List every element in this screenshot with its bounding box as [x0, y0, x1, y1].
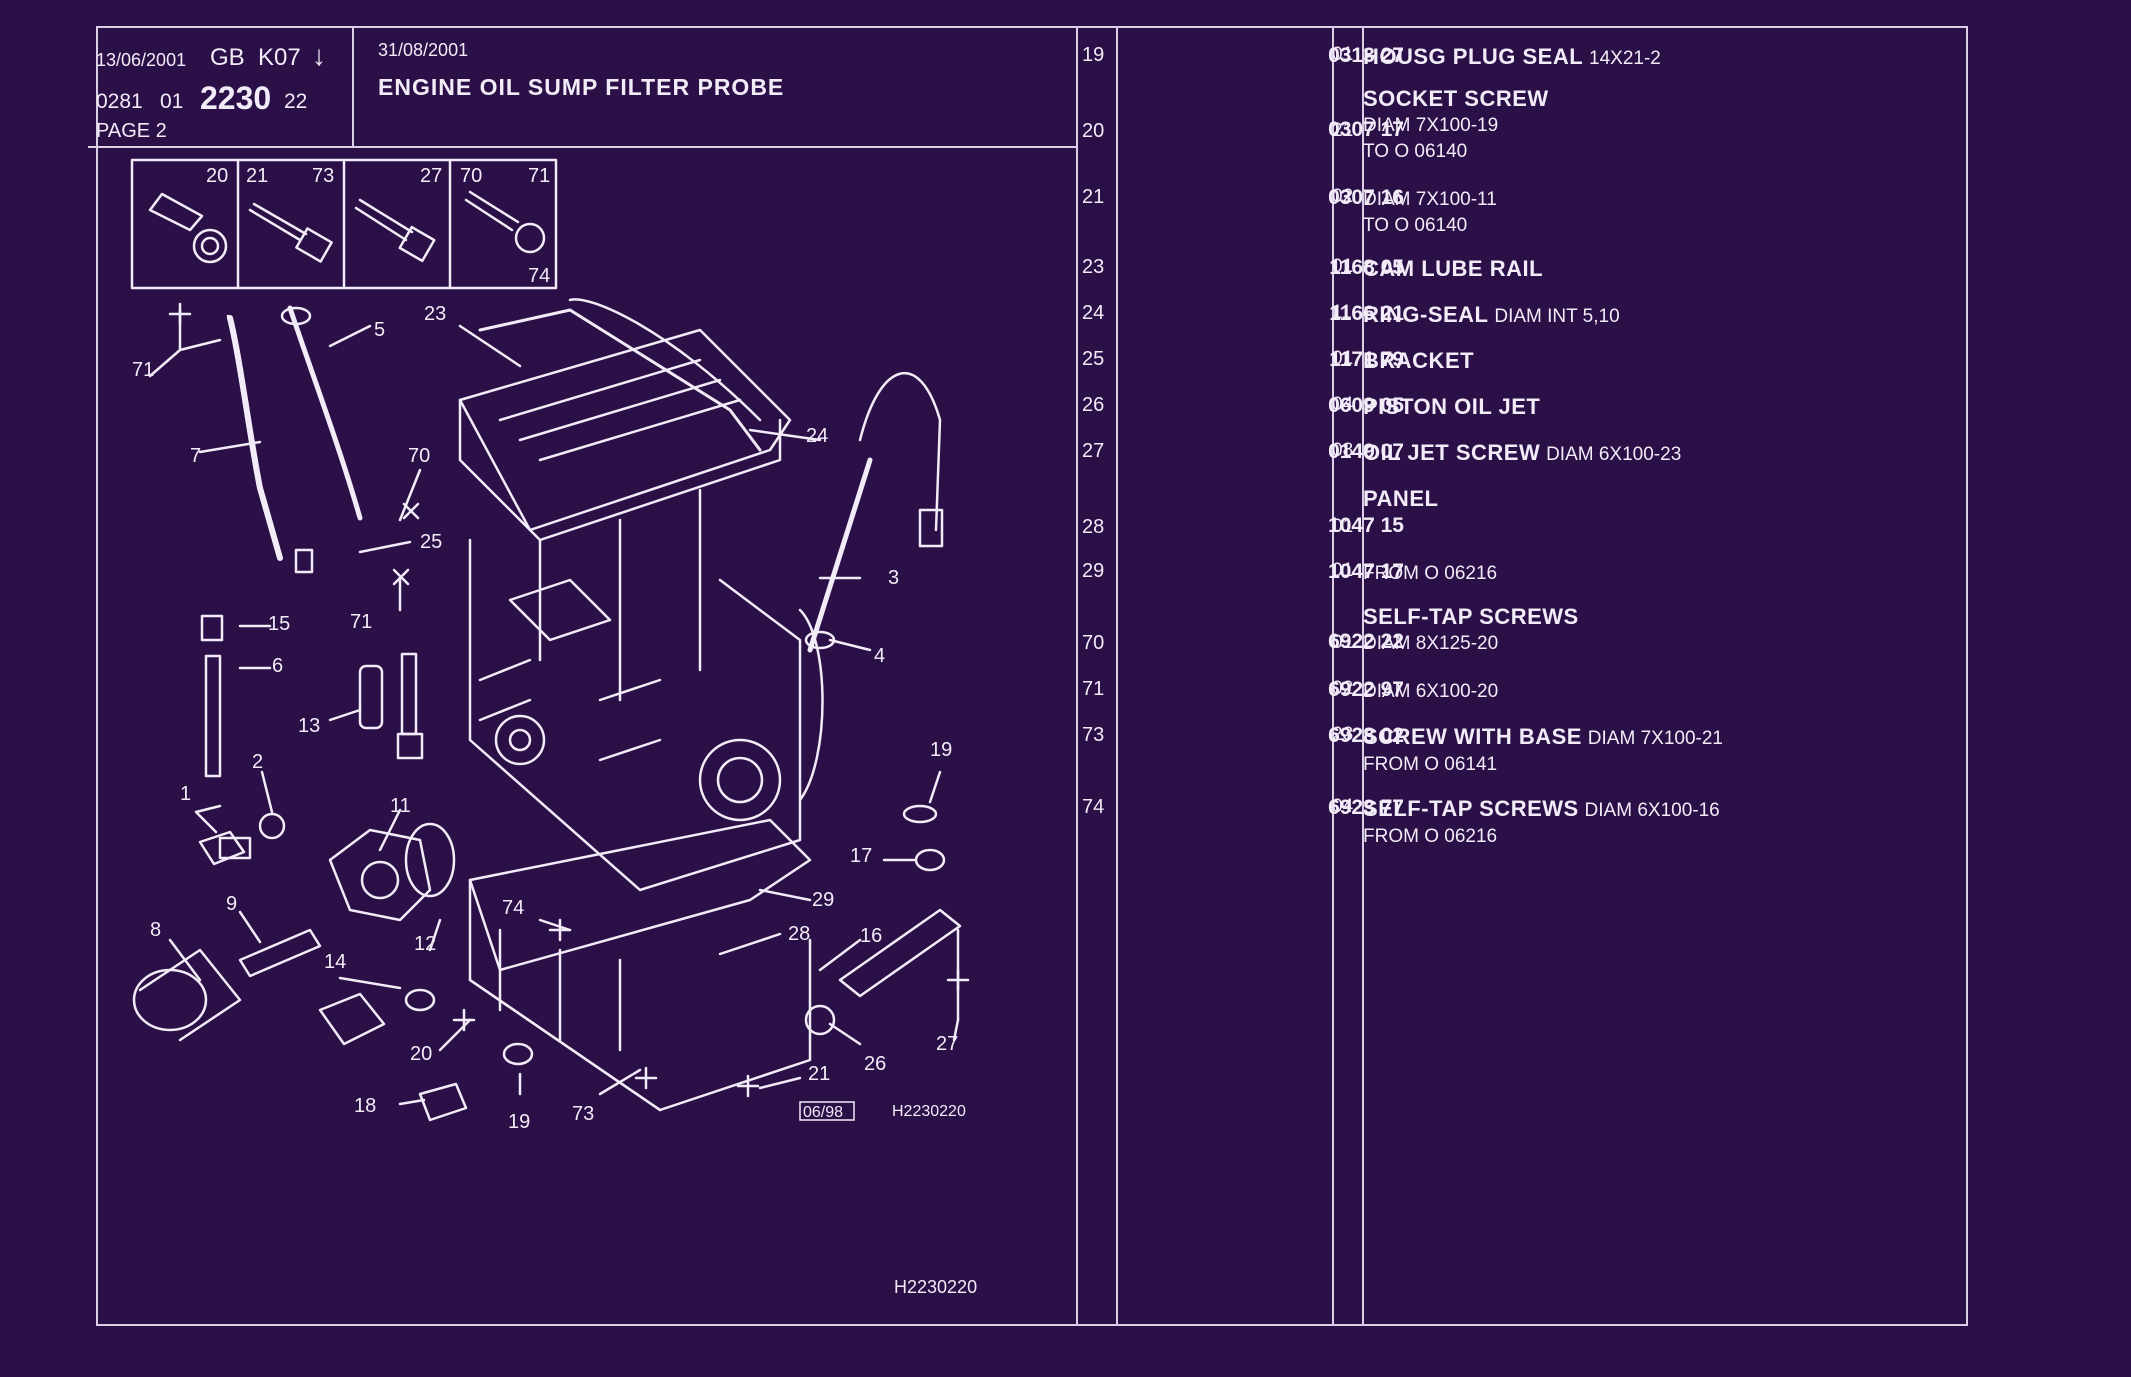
header-date: 13/06/2001	[96, 50, 187, 70]
callout: 15	[268, 613, 290, 635]
engine-block	[458, 328, 824, 892]
inset-screw-icon	[464, 190, 546, 254]
callout: 25	[420, 531, 442, 553]
inset-screw-icon	[354, 198, 436, 263]
callout: 20	[410, 1043, 432, 1065]
header-page: PAGE 2	[96, 120, 167, 142]
callout: 14	[324, 951, 346, 973]
column-rule	[1332, 26, 1334, 1324]
header-code4: 22	[284, 90, 308, 113]
callout: 7	[190, 445, 201, 467]
callout: 71	[350, 611, 372, 633]
footer-ref-code: H2230220	[894, 1277, 978, 1297]
column-rule	[1362, 26, 1364, 1324]
callout: 9	[226, 893, 237, 915]
callout: 23	[424, 303, 446, 325]
callout: 24	[806, 425, 828, 447]
column-rule	[1076, 26, 1078, 1324]
callout: 5	[374, 319, 385, 341]
callout: 6	[272, 655, 283, 677]
inset-label: 27	[420, 165, 442, 187]
header-gb: GB	[210, 44, 245, 71]
diagram-stamp: 06/98	[803, 1104, 843, 1121]
callout: 26	[864, 1053, 886, 1075]
header-section: 2230	[200, 80, 272, 116]
oil-sump	[468, 818, 812, 1112]
callout: 11	[390, 795, 411, 817]
callout: 3	[888, 567, 899, 589]
inset-label: 70	[460, 165, 482, 187]
header-k07: K07	[258, 44, 301, 71]
callout: 1	[180, 783, 191, 805]
inset-screw-icon	[248, 202, 333, 263]
inset-label: 21	[246, 165, 268, 187]
arrow-down-icon: ↓	[312, 40, 326, 71]
callout: 18	[354, 1095, 376, 1117]
callout: 17	[850, 845, 872, 867]
header-divider	[352, 26, 354, 146]
callout: 28	[788, 923, 810, 945]
callout: 19	[930, 739, 952, 761]
header-code1: 0281	[96, 90, 143, 113]
diagram-ref-code: H2230220	[892, 1103, 966, 1120]
callout: 74	[502, 897, 524, 919]
callout: 21	[808, 1063, 830, 1085]
inset-label: 73	[312, 165, 334, 187]
column-rule	[1116, 26, 1118, 1324]
header-code2: 01	[160, 90, 184, 113]
engine-exploded-diagram: 20 21 73 27 70 71 74 71 5 23 7 70 24 25 …	[130, 158, 970, 1133]
inset-label: 20	[206, 165, 228, 187]
callout: 13	[298, 715, 320, 737]
inset-label: 71	[528, 165, 550, 187]
callout: 71	[132, 359, 154, 381]
callout: 16	[860, 925, 882, 947]
callout: 8	[150, 919, 161, 941]
callout: 19	[508, 1111, 530, 1133]
header-date2: 31/08/2001	[378, 40, 469, 60]
inset-screw-icon	[148, 192, 228, 264]
callout: 70	[408, 445, 430, 467]
page-frame	[96, 26, 1968, 1326]
callout: 12	[414, 933, 436, 955]
callout: 2	[252, 751, 263, 773]
page-title: ENGINE OIL SUMP FILTER PROBE	[378, 74, 785, 100]
callout: 73	[572, 1103, 594, 1125]
callout: 27	[936, 1033, 958, 1055]
header-rule	[88, 146, 1078, 148]
callout: 4	[874, 645, 885, 667]
callout: 29	[812, 889, 834, 911]
inset-label: 74	[528, 265, 550, 287]
